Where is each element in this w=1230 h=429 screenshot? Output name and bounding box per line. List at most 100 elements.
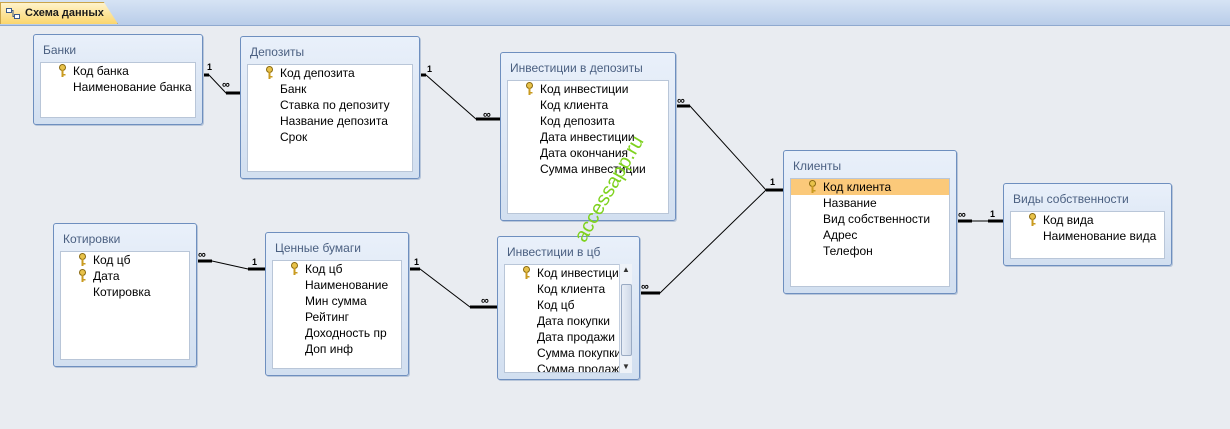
table-cennye-bumagi[interactable]: Ценные бумаги Код цб Наименование Мин су… (265, 232, 409, 376)
field[interactable]: Наименование банка (41, 79, 195, 95)
field-label: Наименование банка (73, 80, 192, 94)
field-label: Код клиента (823, 180, 892, 194)
mark-many: ∞ (677, 95, 685, 107)
field-label: Вид собственности (823, 212, 931, 226)
mark-one: 1 (414, 257, 419, 267)
relationships-icon (6, 8, 20, 19)
relationship-lines: 1 ∞ 1 ∞ ∞ 1 ∞ ∞ 1 ∞ 1 1 ∞ (197, 62, 1003, 309)
field-pk[interactable]: Код инвестиции (505, 265, 620, 281)
field-list[interactable]: Код банка Наименование банка (40, 62, 196, 118)
field[interactable]: Вид собственности (791, 211, 949, 227)
table-title: Виды собственности (1013, 192, 1129, 206)
field-pk[interactable]: Код банка (41, 63, 195, 79)
mark-one: 1 (990, 209, 995, 219)
field[interactable]: Котировка (61, 284, 189, 300)
field[interactable]: Доп инф (273, 341, 401, 357)
key-icon (59, 64, 66, 77)
field-label: Код клиента (540, 98, 609, 112)
field[interactable]: Код клиента (508, 97, 668, 113)
table-depozity[interactable]: Депозиты Код депозита Банк Ставка по деп… (240, 36, 420, 179)
field[interactable]: Доходность пр (273, 325, 401, 341)
field-list[interactable]: Код цб Наименование Мин сумма Рейтинг До… (272, 260, 402, 369)
table-title: Ценные бумаги (275, 241, 361, 255)
field[interactable]: Адрес (791, 227, 949, 243)
key-icon (79, 253, 86, 266)
mark-many: ∞ (483, 109, 491, 121)
field[interactable]: Дата покупки (505, 313, 620, 329)
field-pk[interactable]: Дата (61, 268, 189, 284)
field-label: Дата покупки (537, 314, 610, 328)
field-label: Наименование (305, 278, 389, 292)
field[interactable]: Наименование (273, 277, 401, 293)
field-list[interactable]: Код вида Наименование вида (1010, 211, 1165, 259)
scroll-up-icon[interactable]: ▲ (622, 265, 630, 274)
mark-many: ∞ (222, 79, 230, 91)
field-label: Код банка (73, 64, 129, 78)
table-vidy-sobstvennosti[interactable]: Виды собственности Код вида Наименование… (1003, 183, 1172, 266)
field[interactable]: Код клиента (505, 281, 620, 297)
mark-many: ∞ (958, 209, 966, 221)
tab-label: Схема данных (25, 7, 104, 19)
field[interactable]: Код цб (505, 297, 620, 313)
table-kotirovki[interactable]: Котировки Код цб Дата Котировка (53, 223, 197, 367)
table-investicii-v-cb[interactable]: Инвестиции в цб Код инвестиции Код клиен… (497, 236, 640, 380)
field[interactable]: Рейтинг (273, 309, 401, 325)
field-label: Название депозита (280, 114, 388, 128)
field-pk[interactable]: Код вида (1011, 212, 1164, 228)
field[interactable]: Дата продажи (505, 329, 620, 345)
field-label: Код цб (93, 253, 131, 267)
field-label: Дата (93, 269, 120, 283)
field-label: Дата окончания (540, 146, 629, 160)
field[interactable]: Дата окончания (508, 145, 668, 161)
document-tab-strip: Схема данных (0, 0, 1230, 26)
field-label: Банк (280, 82, 307, 96)
table-investicii-v-depozity[interactable]: Инвестиции в депозиты Код инвестиции Код… (500, 52, 676, 221)
field-list[interactable]: Код инвестиции Код клиента Код цб Дата п… (504, 264, 621, 373)
vertical-scrollbar[interactable]: ▲ ▼ (619, 264, 632, 373)
field[interactable]: Ставка по депозиту (248, 97, 412, 113)
table-title: Инвестиции в депозиты (510, 61, 643, 75)
field[interactable]: Наименование вида (1011, 228, 1164, 244)
field[interactable]: Дата инвестиции (508, 129, 668, 145)
field-pk[interactable]: Код цб (273, 261, 401, 277)
field-label: Дата продажи (537, 330, 615, 344)
field-label: Код инвестиции (537, 266, 621, 280)
key-icon (291, 262, 298, 275)
field-list[interactable]: Код цб Дата Котировка (60, 251, 190, 360)
field[interactable]: Название депозита (248, 113, 412, 129)
field-list[interactable]: Код депозита Банк Ставка по депозиту Наз… (247, 64, 413, 172)
key-icon (1029, 213, 1036, 226)
field-list[interactable]: Код клиента Название Вид собственности А… (790, 178, 950, 287)
field[interactable]: Мин сумма (273, 293, 401, 309)
field-label: Котировка (93, 285, 151, 299)
tab-data-schema[interactable]: Схема данных (0, 2, 118, 24)
field-label: Наименование вида (1043, 229, 1157, 243)
field[interactable]: Сумма покупки (505, 345, 620, 361)
table-klienty[interactable]: Клиенты Код клиента Название Вид собстве… (783, 150, 957, 294)
key-icon (526, 82, 533, 95)
table-banki[interactable]: Банки Код банка Наименование банка (33, 34, 203, 125)
key-icon (79, 269, 86, 282)
mark-one: 1 (427, 64, 432, 74)
field-label: Код вида (1043, 213, 1094, 227)
field[interactable]: Телефон (791, 243, 949, 259)
scroll-thumb[interactable] (621, 284, 632, 356)
table-title: Котировки (63, 232, 121, 246)
field[interactable]: Банк (248, 81, 412, 97)
field-pk[interactable]: Код депозита (248, 65, 412, 81)
relationship-canvas[interactable]: 1 ∞ 1 ∞ ∞ 1 ∞ ∞ 1 ∞ 1 1 ∞ Банки Код банк… (0, 25, 1230, 429)
field-pk[interactable]: Код инвестиции (508, 81, 668, 97)
field[interactable]: Сумма продажи (505, 361, 620, 372)
field[interactable]: Сумма инвестиции (508, 161, 668, 177)
field-pk[interactable]: Код цб (61, 252, 189, 268)
field[interactable]: Код депозита (508, 113, 668, 129)
field-label: Срок (280, 130, 308, 144)
field-list[interactable]: Код инвестиции Код клиента Код депозита … (507, 80, 669, 214)
field-label: Код депозита (540, 114, 615, 128)
field-label: Код клиента (537, 282, 606, 296)
field-pk-selected[interactable]: Код клиента (791, 179, 949, 195)
field-label: Мин сумма (305, 294, 367, 308)
field[interactable]: Название (791, 195, 949, 211)
scroll-down-icon[interactable]: ▼ (622, 362, 630, 371)
field[interactable]: Срок (248, 129, 412, 145)
